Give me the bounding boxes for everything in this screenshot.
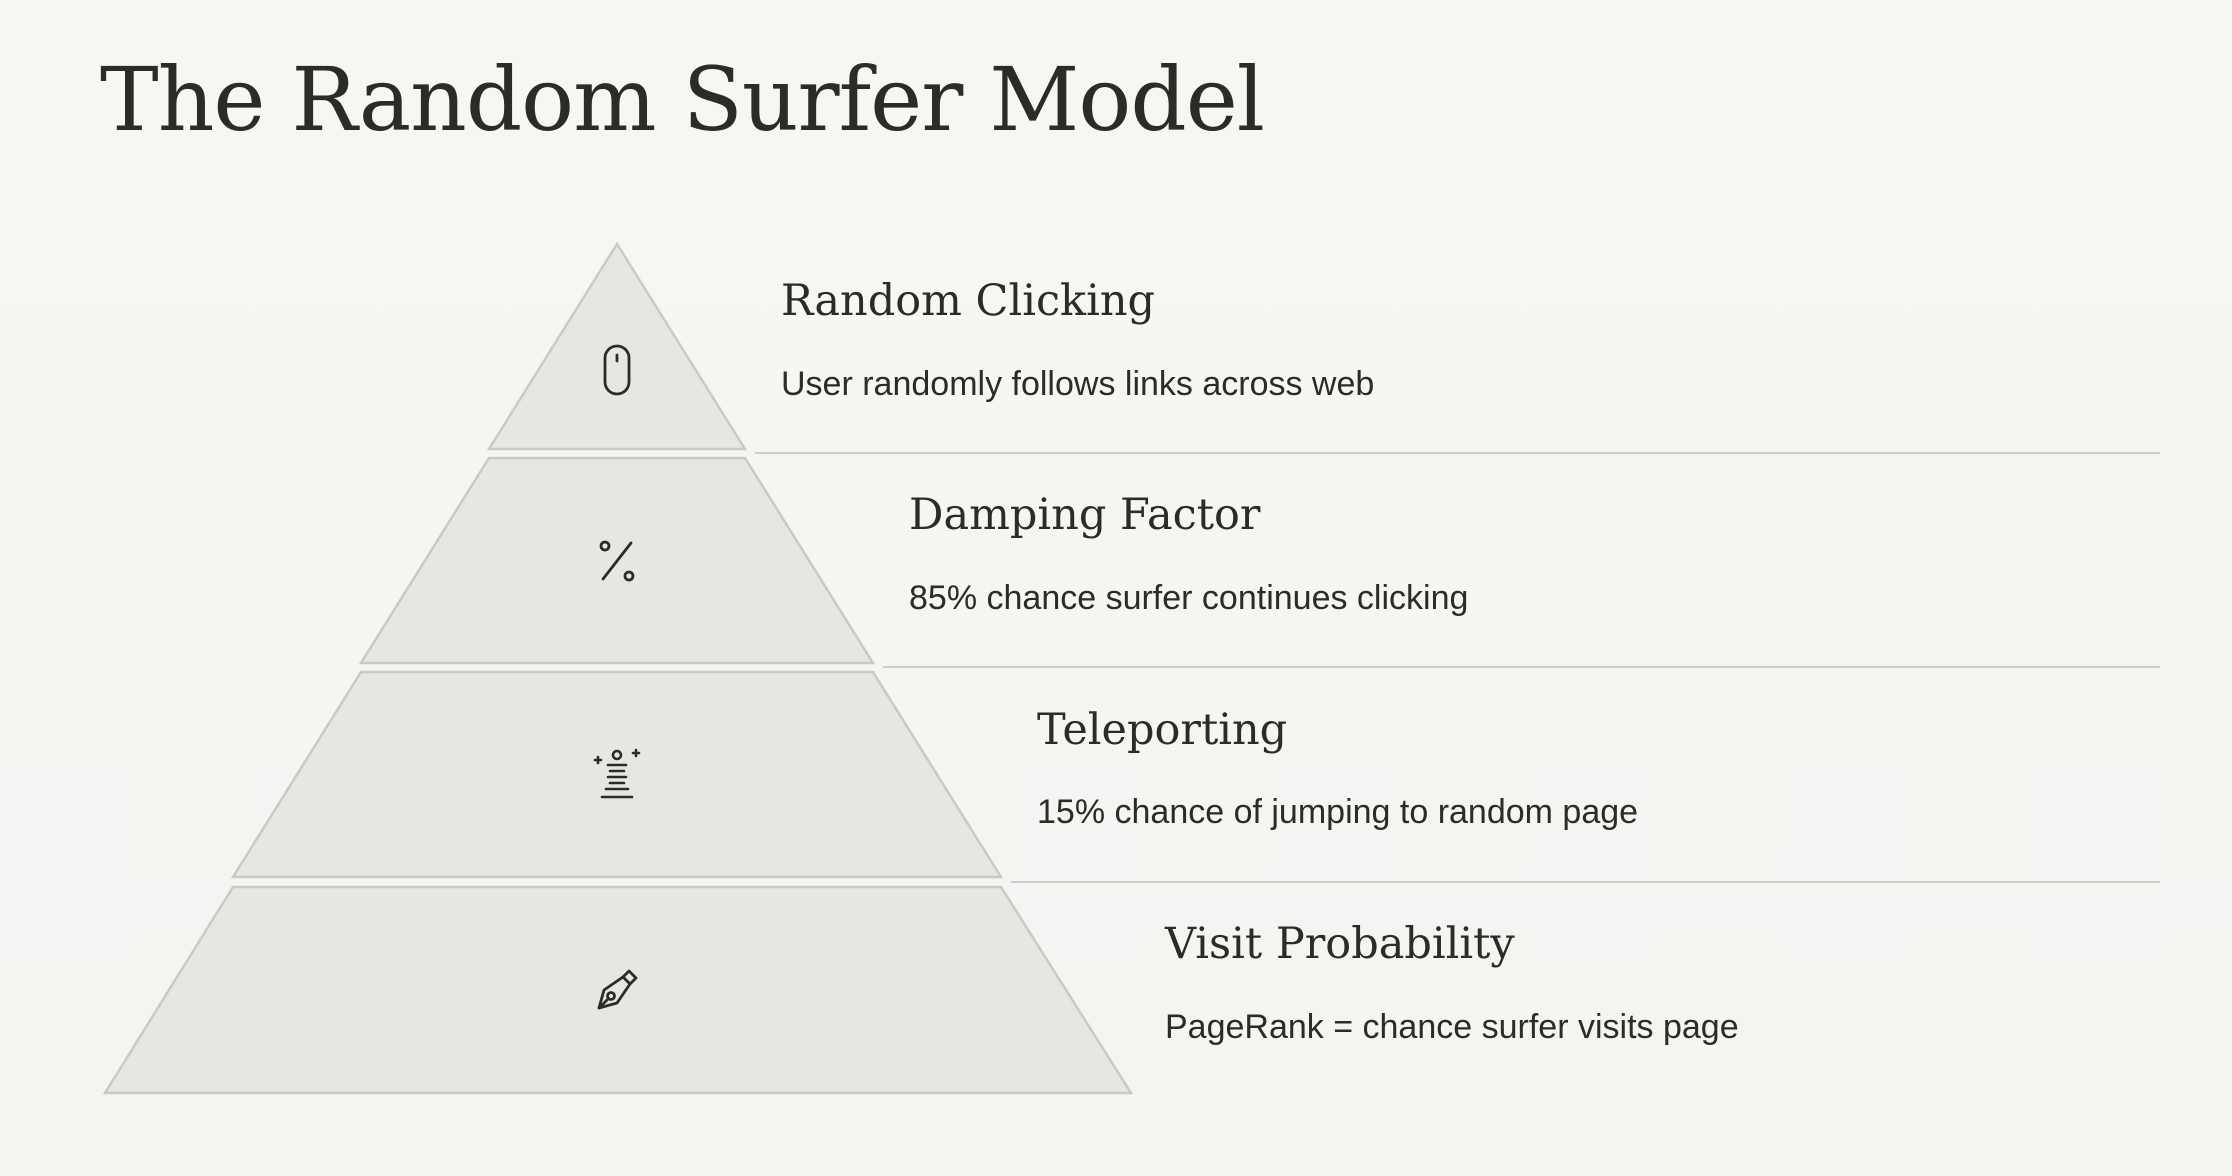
pen-nib-icon: [587, 960, 647, 1020]
level-heading-teleporting: Teleporting: [1037, 705, 1288, 755]
page-title: The Random Surfer Model: [100, 48, 1265, 151]
percent-icon: [587, 531, 647, 591]
teleport-icon: [587, 745, 647, 805]
level-heading-damping-factor: Damping Factor: [909, 490, 1261, 540]
level-description-random-clicking: User randomly follows links across web: [781, 365, 1375, 403]
level-description-visit-probability: PageRank = chance surfer visits page: [1165, 1008, 1739, 1046]
mouse-icon: [587, 342, 647, 402]
level-heading-random-clicking: Random Clicking: [781, 276, 1156, 326]
level-heading-visit-probability: Visit Probability: [1165, 919, 1515, 969]
level-description-teleporting: 15% chance of jumping to random page: [1037, 793, 1639, 831]
level-description-damping-factor: 85% chance surfer continues clicking: [909, 579, 1469, 617]
